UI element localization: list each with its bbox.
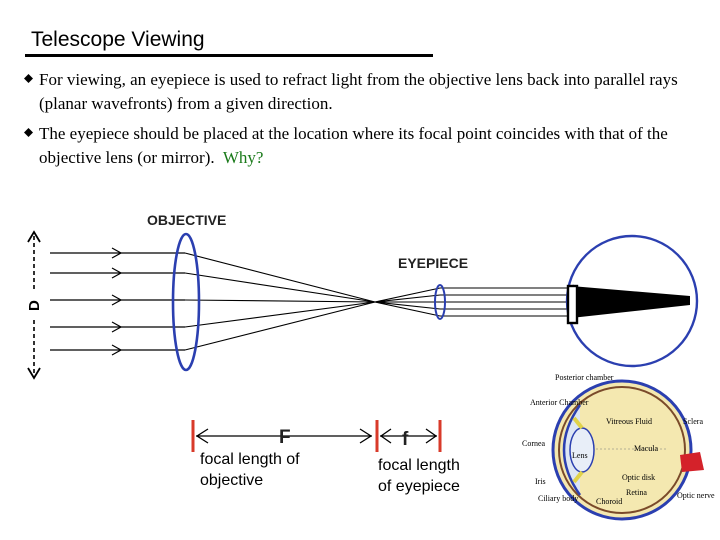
- label-ciliary-body: Ciliary body: [538, 494, 578, 503]
- label-anterior-chamber: Anterior Chamber: [530, 398, 589, 407]
- label-iris: Iris: [535, 477, 546, 486]
- label-lens: Lens: [572, 451, 588, 460]
- diameter-dimension: D: [26, 230, 43, 380]
- bullet-text: For viewing, an eyepiece is used to refr…: [39, 70, 678, 113]
- title-underline: [25, 54, 433, 57]
- incoming-rays: [50, 247, 185, 356]
- objective-focal-caption: focal length of objective: [200, 451, 300, 489]
- label-optic-disk: Optic disk: [622, 473, 655, 482]
- diameter-label: D: [26, 300, 43, 311]
- objective-lens: [171, 232, 201, 372]
- bullet-item: For viewing, an eyepiece is used to refr…: [18, 68, 708, 116]
- objective-focal-symbol: F: [279, 427, 291, 448]
- label-cornea: Cornea: [522, 439, 546, 448]
- bullet-text-main: The eyepiece should be placed at the loc…: [39, 124, 668, 167]
- label-vitreous-fluid: Vitreous Fluid: [606, 417, 652, 426]
- bullet-item: The eyepiece should be placed at the loc…: [18, 122, 708, 170]
- diamond-bullet-icon: [24, 128, 33, 137]
- eyepiece-focal-symbol: f: [402, 429, 409, 450]
- label-posterior-chamber: Posterior chamber: [555, 373, 614, 382]
- why-question: Why?: [222, 148, 264, 167]
- label-macula: Macula: [634, 444, 658, 453]
- objective-focal-marker: F: [191, 420, 373, 452]
- label-optic-nerve: Optic nerve: [677, 491, 715, 500]
- diamond-bullet-icon: [24, 74, 33, 83]
- eyepiece-lens: [434, 284, 446, 320]
- label-retina: Retina: [626, 488, 647, 497]
- viewer-eye: [565, 234, 699, 368]
- eyepiece-focal-caption: focal length of eyepiece: [378, 457, 460, 495]
- label-choroid: Choroid: [596, 497, 622, 506]
- eye-anatomy-illustration: Posterior chamber Anterior Chamber Vitre…: [522, 373, 715, 521]
- label-sclera: Sclera: [683, 417, 703, 426]
- eyepiece-focal-marker: f: [375, 420, 442, 452]
- eyepiece-label: EYEPIECE: [398, 255, 468, 271]
- page-title: Telescope Viewing: [31, 28, 205, 51]
- bullet-text: The eyepiece should be placed at the loc…: [39, 122, 708, 170]
- converging-rays: [184, 252, 572, 351]
- objective-label: OBJECTIVE: [147, 212, 226, 228]
